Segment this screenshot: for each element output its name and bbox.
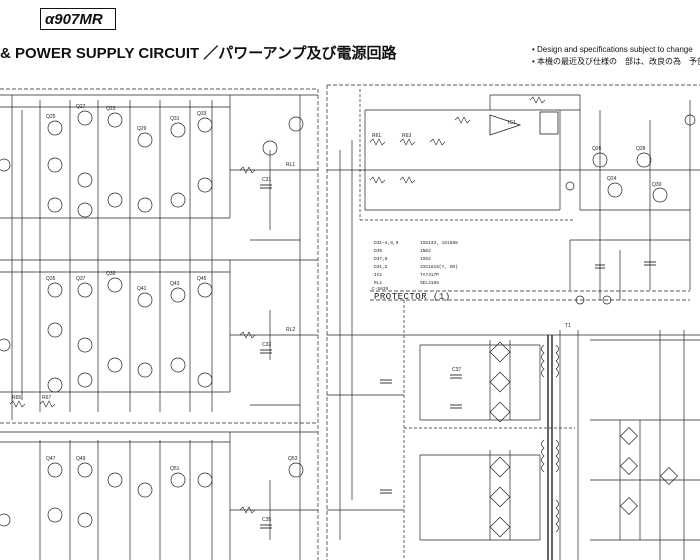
ref-label: IC1 <box>508 120 516 126</box>
semis-ref: D35 <box>374 248 382 254</box>
transformer-windings <box>541 344 559 533</box>
transformer-symbol <box>547 335 553 560</box>
ref-label: Q37 <box>76 276 86 282</box>
ref-label: C35 <box>262 517 271 523</box>
ref-label: Q31 <box>170 116 180 122</box>
semis-ref: RL1 <box>374 280 382 286</box>
ref-label: Q24 <box>607 176 617 182</box>
ref-label: RL1 <box>286 162 295 168</box>
ref-label: Q35 <box>46 276 56 282</box>
resistor-symbols <box>9 96 546 514</box>
bridge-rectifiers <box>489 341 678 538</box>
ref-label: Q30 <box>652 182 662 188</box>
capacitor-symbols <box>260 184 656 529</box>
ref-label: T1 <box>565 323 571 329</box>
title-english: & POWER SUPPLY CIRCUIT <box>0 45 200 62</box>
ref-label: Q41 <box>137 286 147 292</box>
semis-part: 2SC1815(Y, GR) <box>420 264 458 270</box>
ref-label: Q43 <box>170 281 180 287</box>
ref-label: Q51 <box>170 466 180 472</box>
model-name: α907MR <box>45 10 103 28</box>
semis-ref: D37,8 <box>374 256 388 262</box>
ic-amplifier-symbol <box>489 111 559 136</box>
ref-label: Q29 <box>137 126 147 132</box>
model-badge: α907MR <box>40 8 116 30</box>
ref-label: Q39 <box>106 271 116 277</box>
semis-ref: D31~4,8,9 <box>374 240 399 246</box>
semis-part: TA7317P <box>420 272 439 278</box>
ref-label: Q23 <box>106 106 116 112</box>
semiconductor-table: D31~4,8,9 1SS133, 1S1588 D35 1N62 D37,8 … <box>374 240 458 286</box>
ref-label: C33 <box>262 342 271 348</box>
transistor-symbols <box>0 110 696 528</box>
semis-ref: IC1 <box>374 272 382 278</box>
ref-label: RL2 <box>286 327 295 333</box>
semis-part: 1S52 <box>420 256 431 262</box>
ref-label: Q49 <box>76 456 86 462</box>
spec-note-japanese: • 本機の最近及び仕様の 部は、改良の為 予告 <box>532 57 700 66</box>
title-japanese: ／パワーアンプ及び電源回路 <box>203 45 397 62</box>
spec-notes: • Design and specifications subject to c… <box>532 44 700 68</box>
ref-label: R65 <box>12 395 21 401</box>
ref-label: Q28 <box>636 146 646 152</box>
ref-label: Q27 <box>76 104 86 110</box>
semis-part: SEL3105 <box>420 280 439 286</box>
ref-label: Q53 <box>288 456 298 462</box>
ref-label: Q45 <box>197 276 207 282</box>
semis-part: 1N62 <box>420 248 431 254</box>
ref-label: Q33 <box>197 111 207 117</box>
schematic-wiring <box>0 84 700 560</box>
ref-label: R63 <box>402 133 411 139</box>
ref-label: Q26 <box>592 146 602 152</box>
component-labels: Q25 Q27 Q23 Q29 Q31 Q33 Q35 Q37 Q39 Q41 … <box>12 104 662 523</box>
board-id: C-5839 <box>372 286 389 292</box>
ref-label: R67 <box>42 395 51 401</box>
protector-block-label: PROTECTOR (1) <box>374 292 451 302</box>
ref-label: R61 <box>372 133 381 139</box>
spec-note-english: • Design and specifications subject to c… <box>532 45 693 54</box>
semis-part: 1SS133, 1S1588 <box>420 240 458 246</box>
page-title: & POWER SUPPLY CIRCUIT／パワーアンプ及び電源回路 <box>0 42 397 63</box>
semis-ref: D31,2 <box>374 264 388 270</box>
ref-label: C31 <box>262 177 271 183</box>
ref-label: Q25 <box>46 114 56 120</box>
ref-label: C37 <box>452 367 461 373</box>
ref-label: Q47 <box>46 456 56 462</box>
